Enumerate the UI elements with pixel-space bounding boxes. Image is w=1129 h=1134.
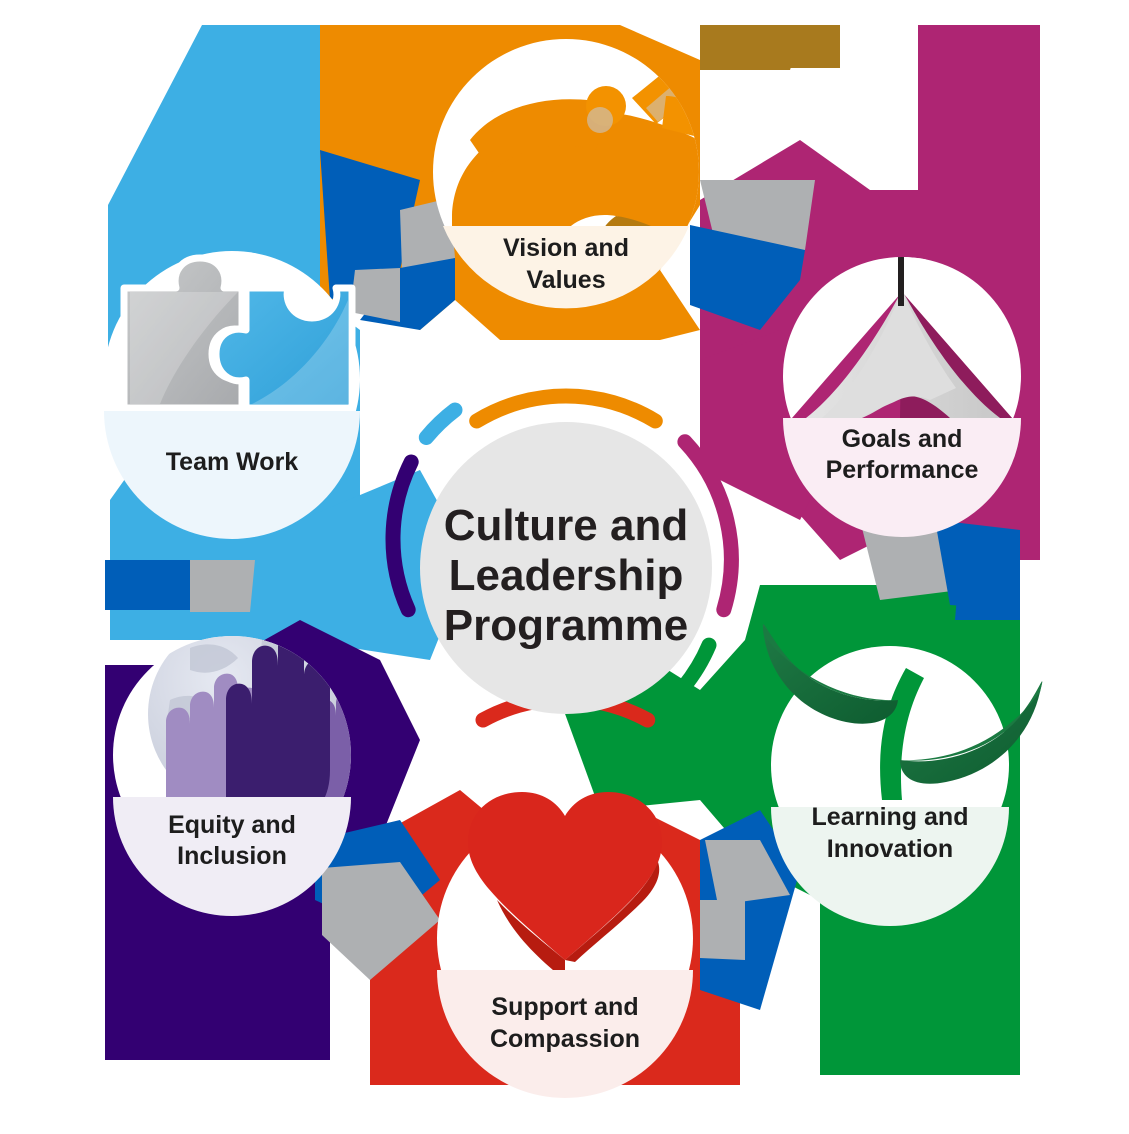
shard-blue-right-2 bbox=[955, 560, 1020, 620]
accent-ochre-top-2 bbox=[700, 40, 800, 70]
shard-blue-topleft bbox=[320, 150, 420, 300]
node-band-learning bbox=[771, 807, 1009, 926]
node-band-vision bbox=[443, 226, 689, 309]
centre-disc bbox=[420, 422, 712, 714]
shard-grey-right bbox=[860, 520, 960, 600]
shard-grey-support-learning-2 bbox=[700, 900, 745, 960]
node-label-vision-line-1: Vision and bbox=[503, 234, 629, 262]
ring-segment-green bbox=[640, 637, 717, 728]
node-label-support-line-2: Compassion bbox=[490, 1025, 640, 1053]
puzzle-pieces-icon bbox=[120, 254, 356, 412]
shard-grey-equity-support bbox=[322, 862, 440, 980]
node-equity-and-inclusion[interactable]: Equity and Inclusion bbox=[113, 618, 382, 916]
heart-icon bbox=[468, 792, 662, 980]
node-goals-and-performance[interactable]: Goals and Performance bbox=[783, 244, 1021, 537]
node-band-equity bbox=[113, 797, 351, 916]
ring-segment-magenta bbox=[677, 434, 739, 618]
centre-title-line-2: Leadership bbox=[449, 551, 684, 600]
shard-grey-topleft-3 bbox=[350, 268, 400, 322]
ring-segment-orange bbox=[469, 388, 663, 429]
shard-blue-topright bbox=[690, 225, 805, 330]
shard-grey-support-learning bbox=[705, 840, 790, 905]
centre-title-line-1: Culture and bbox=[444, 501, 688, 550]
shard-grey-bottomleft bbox=[190, 560, 255, 612]
ring-segment-lightblue bbox=[418, 402, 463, 445]
node-label-support-line-1: Support and bbox=[491, 993, 638, 1021]
raised-hands-globe-icon bbox=[148, 636, 351, 812]
node-label-equity-line-1: Equity and bbox=[168, 811, 296, 839]
node-band-goals bbox=[783, 418, 1021, 537]
node-band-support bbox=[437, 970, 693, 1098]
node-band-team bbox=[104, 411, 360, 539]
node-label-learning-line-2: Innovation bbox=[827, 835, 953, 863]
node-label-vision-line-2: Values bbox=[526, 266, 605, 294]
node-team-work[interactable]: Team Work bbox=[104, 251, 360, 539]
node-support-and-compassion[interactable]: Support and Compassion bbox=[437, 792, 693, 1098]
node-label-equity-line-2: Inclusion bbox=[177, 842, 287, 870]
mountain-flag-icon bbox=[792, 257, 1012, 418]
node-label-goals-line-2: Performance bbox=[826, 456, 979, 484]
centre-title-line-3: Programme bbox=[444, 601, 689, 650]
node-label-goals-line-1: Goals and bbox=[842, 425, 963, 453]
node-label-team-line-1: Team Work bbox=[166, 448, 299, 476]
node-label-learning-line-1: Learning and bbox=[812, 803, 969, 831]
ring-segment-purple bbox=[385, 454, 419, 618]
node-learning-and-innovation[interactable]: Learning and Innovation bbox=[762, 624, 1043, 926]
sprout-icon bbox=[762, 624, 1043, 800]
